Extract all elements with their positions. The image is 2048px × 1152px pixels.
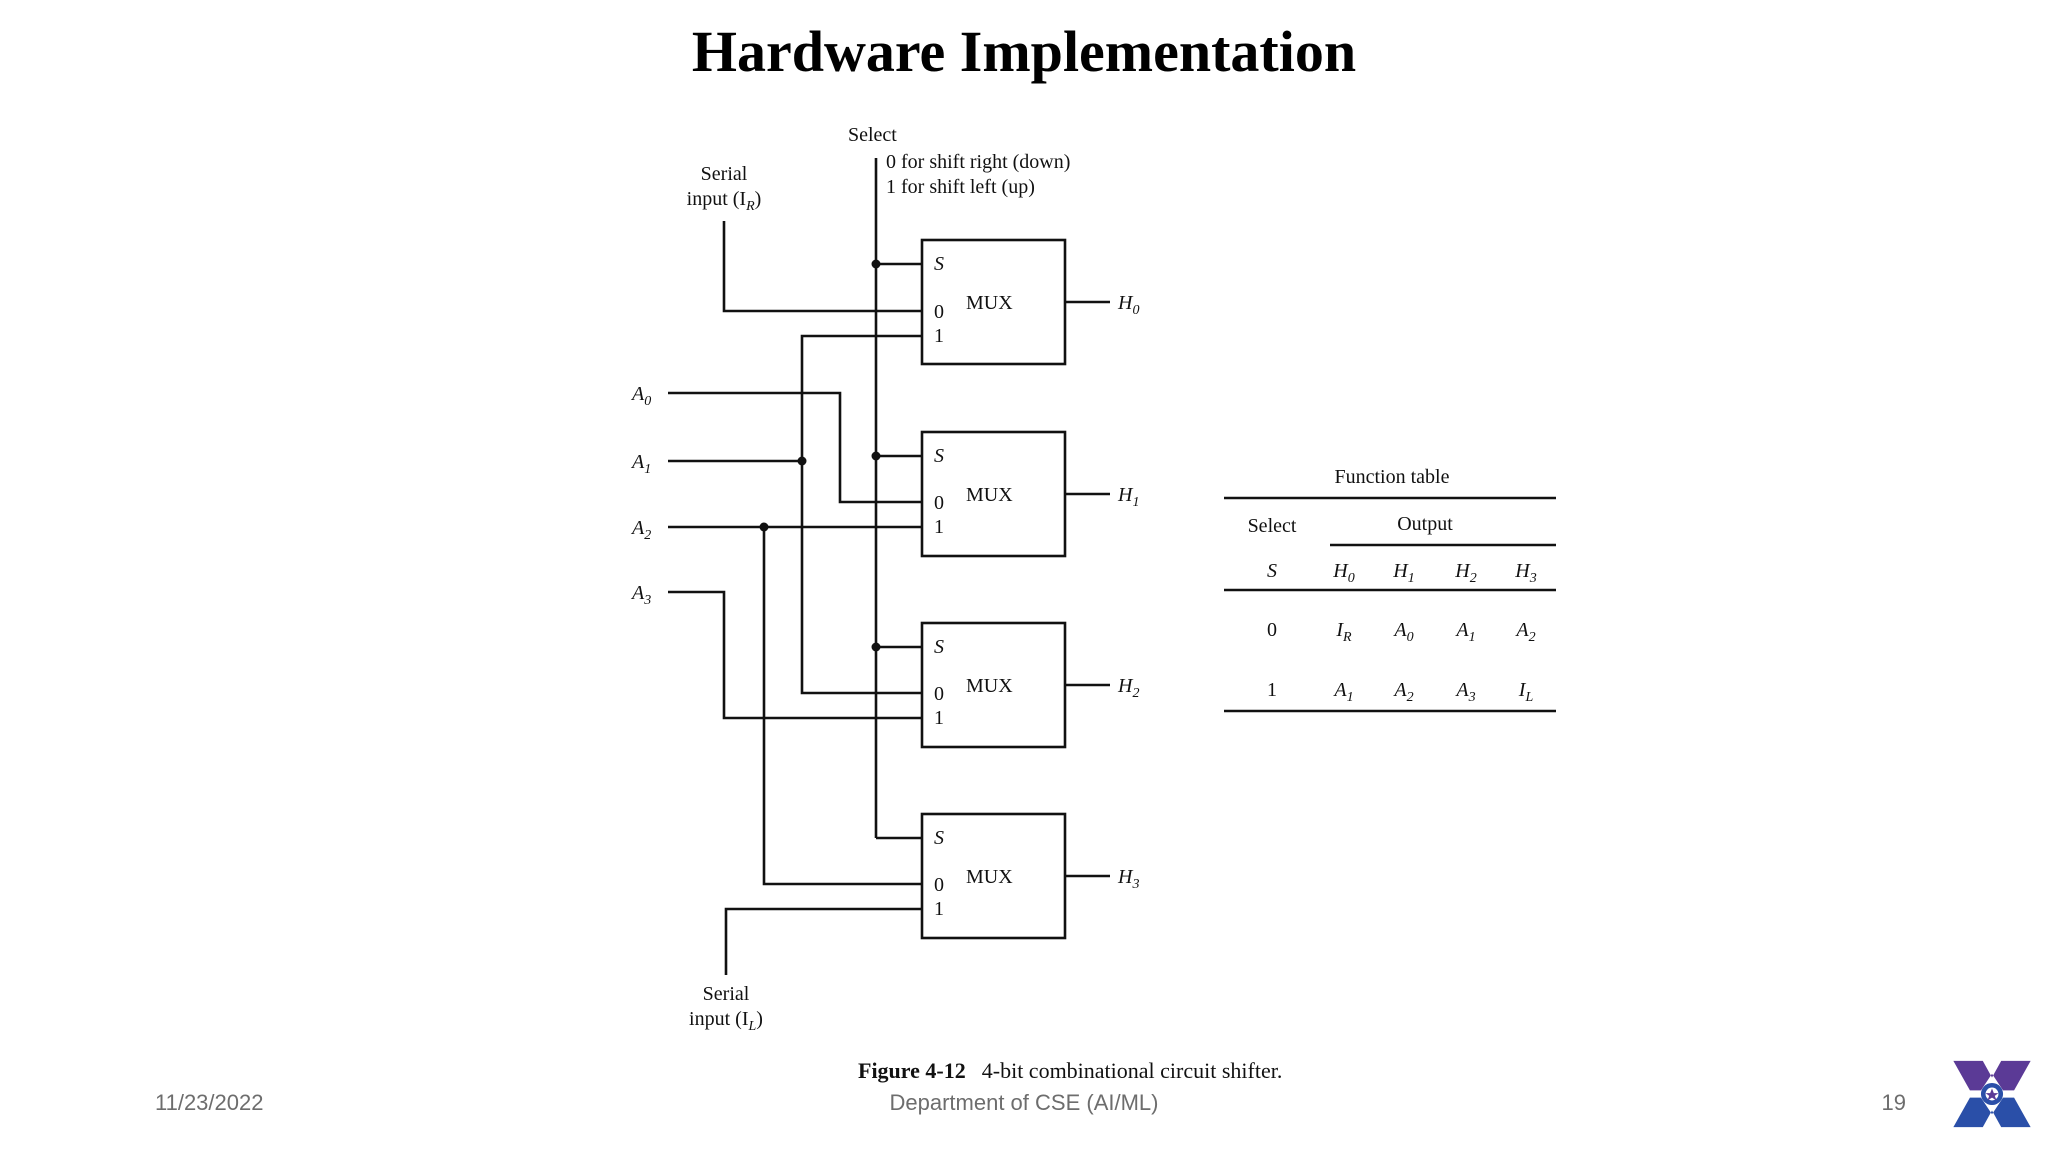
- select-note-1: 1 for shift left (up): [886, 176, 1035, 198]
- input-label-a2: A2: [630, 517, 651, 543]
- function-table-col-h3: H3: [1514, 560, 1536, 586]
- function-table-col-h0: H0: [1332, 560, 1354, 586]
- serial-il-label-1: Serial: [703, 983, 750, 1005]
- mux1-pin-1: 1: [934, 516, 944, 538]
- function-table-cell: IL: [1518, 679, 1534, 705]
- mux1-label: MUX: [966, 484, 1013, 506]
- footer-page-number: 19: [1881, 1090, 1906, 1115]
- input-label-a1: A1: [630, 451, 651, 477]
- a0-wire: [668, 391, 922, 504]
- function-table-cell: 1: [1267, 679, 1277, 701]
- mux2-pin-1: 1: [934, 707, 944, 729]
- footer-date: 11/23/2022: [155, 1090, 264, 1115]
- function-table-cell: A0: [1392, 619, 1413, 645]
- input-label-a3: A3: [630, 582, 651, 608]
- mux1-pin-s: S: [934, 445, 944, 467]
- mux0-label: MUX: [966, 292, 1013, 314]
- output-label-h3: H3: [1117, 866, 1139, 892]
- mux3-pin-0: 0: [934, 874, 944, 896]
- mux2-pin-s: S: [934, 636, 944, 658]
- function-table-output-header: Output: [1397, 513, 1453, 535]
- output-label-h0: H0: [1117, 292, 1139, 318]
- function-table-col-h2: H2: [1454, 560, 1476, 586]
- slide-title: Hardware Implementation: [691, 19, 1357, 84]
- mux0-pin-s: S: [934, 253, 944, 275]
- function-table-cell: A2: [1514, 619, 1535, 645]
- function-table-col-s: S: [1267, 560, 1277, 582]
- function-table-cell: A1: [1332, 679, 1353, 705]
- institution-logo-icon: [1953, 1060, 2031, 1128]
- function-table-cell: A2: [1392, 679, 1413, 705]
- input-label-a0: A0: [630, 383, 651, 409]
- mux2-pin-0: 0: [934, 683, 944, 705]
- output-label-h2: H2: [1117, 675, 1139, 701]
- output-label-h1: H1: [1117, 484, 1139, 510]
- junction-dots: [759, 259, 881, 652]
- serial-ir-wire: [722, 221, 922, 313]
- function-table-select-header: Select: [1248, 515, 1297, 537]
- footer-department: Department of CSE (AI/ML): [889, 1090, 1159, 1115]
- mux1-pin-0: 0: [934, 492, 944, 514]
- mux0-pin-1: 1: [934, 325, 944, 347]
- mux3-pin-s: S: [934, 827, 944, 849]
- serial-il-wire: [724, 907, 922, 975]
- serial-ir-label-2: input (IR): [687, 188, 762, 214]
- mux3-pin-1: 1: [934, 898, 944, 920]
- function-table-cell: A1: [1454, 619, 1475, 645]
- mux2-label: MUX: [966, 675, 1013, 697]
- select-label: Select: [848, 124, 897, 146]
- a3-wire: [668, 590, 922, 720]
- serial-il-label-2: input (IL): [689, 1008, 763, 1034]
- mux3-label: MUX: [966, 866, 1013, 888]
- function-table-cell: IR: [1335, 619, 1352, 645]
- select-note-0: 0 for shift right (down): [886, 151, 1070, 173]
- serial-ir-label-1: Serial: [701, 163, 748, 185]
- function-table-cell: A3: [1454, 679, 1475, 705]
- mux0-pin-0: 0: [934, 301, 944, 323]
- function-table-cell: 0: [1267, 619, 1277, 641]
- function-table-col-h1: H1: [1392, 560, 1414, 586]
- function-table-title: Function table: [1335, 466, 1450, 488]
